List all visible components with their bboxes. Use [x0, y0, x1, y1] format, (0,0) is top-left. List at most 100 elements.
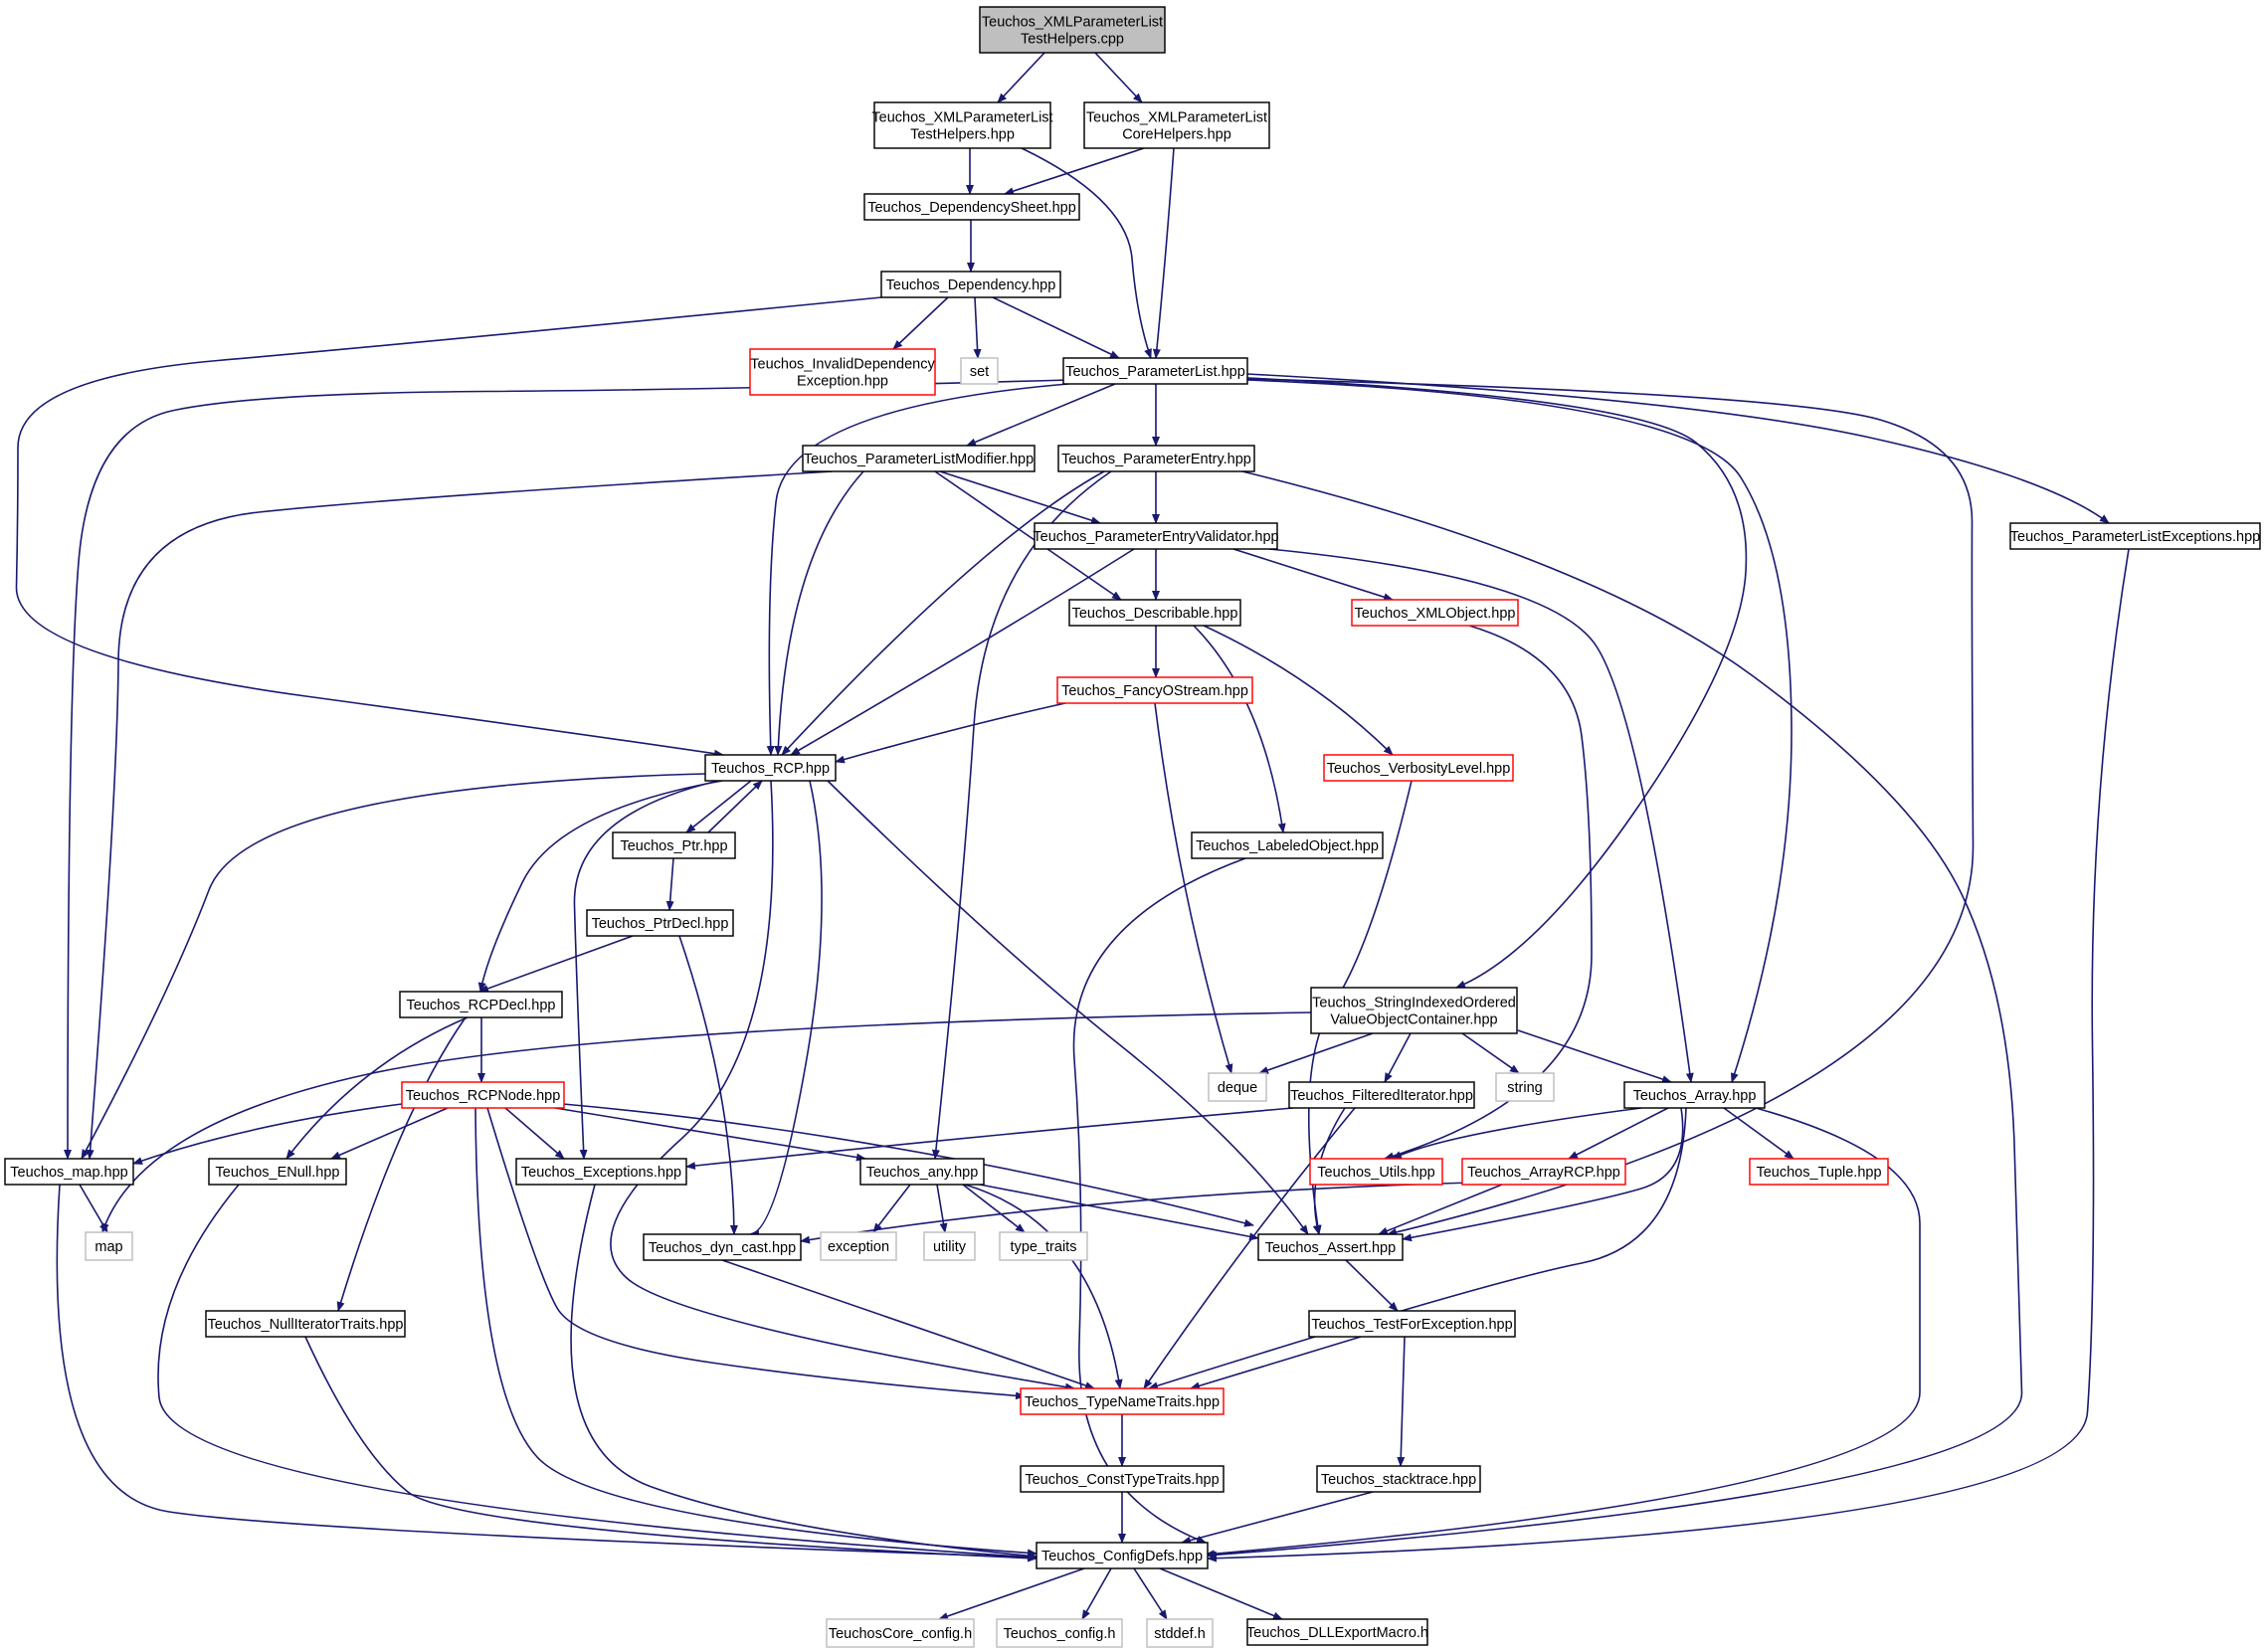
node-box [2009, 522, 2261, 550]
node-box [820, 1231, 897, 1261]
node-box [802, 445, 1036, 472]
edge-pev-to-arr [1268, 548, 1694, 1083]
node-box [859, 1158, 985, 1186]
node-label: Teuchos_FilteredIterator.hpp [1290, 1088, 1473, 1104]
node-pl[interactable]: Teuchos_ParameterList.hpp [1062, 357, 1248, 385]
edge-desc-to-vl [1203, 625, 1394, 756]
node-rcpn[interactable]: Teuchos_RCPNode.hpp [401, 1081, 565, 1109]
node-ptrd[interactable]: Teuchos_PtrDecl.hpp [586, 909, 734, 937]
edge-fi-to-exc [685, 1107, 1294, 1171]
node-arr[interactable]: Teuchos_Array.hpp [1623, 1081, 1766, 1109]
node-desc[interactable]: Teuchos_Describable.hpp [1068, 599, 1241, 627]
edge-tfe-to-st [1397, 1336, 1406, 1467]
node-dyn[interactable]: Teuchos_dyn_cast.hpp [643, 1233, 802, 1261]
node-box [4, 1158, 134, 1186]
node-cfg[interactable]: Teuchos_ConfigDefs.hpp [1036, 1542, 1209, 1569]
edge-arr-to-tuple [1723, 1107, 1794, 1160]
edge-pe-to-rcp [781, 470, 1105, 756]
node-utility: utility [923, 1231, 976, 1261]
node-tnt[interactable]: Teuchos_TypeNameTraits.hpp [1020, 1387, 1225, 1415]
node-box [863, 193, 1080, 221]
edge-dep-to-rcp [15, 296, 882, 758]
node-vl[interactable]: Teuchos_VerbosityLevel.hpp [1323, 754, 1514, 782]
node-enull[interactable]: Teuchos_ENull.hpp [208, 1158, 347, 1186]
edge-plm-to-rcp [774, 470, 864, 756]
node-label: Teuchos_ENull.hpp [216, 1165, 340, 1181]
node-box [826, 1618, 975, 1648]
node-pev[interactable]: Teuchos_ParameterEntryValidator.hpp [1033, 522, 1279, 550]
node-st[interactable]: Teuchos_stacktrace.hpp [1316, 1465, 1481, 1493]
node-label: Teuchos_RCPNode.hpp [406, 1088, 561, 1104]
node-label: TestHelpers.cpp [1021, 32, 1124, 48]
node-rcp[interactable]: Teuchos_RCP.hpp [704, 754, 837, 782]
node-label: ValueObjectContainer.hpp [1330, 1012, 1497, 1028]
node-label: Teuchos_map.hpp [10, 1165, 128, 1181]
node-map[interactable]: Teuchos_map.hpp [4, 1158, 134, 1186]
edge-pl-to-ple [1246, 373, 2110, 524]
node-ds[interactable]: Teuchos_DependencySheet.hpp [863, 193, 1080, 221]
node-tuple[interactable]: Teuchos_Tuple.hpp [1749, 1158, 1889, 1186]
node-fos[interactable]: Teuchos_FancyOStream.hpp [1056, 676, 1253, 704]
node-ptr[interactable]: Teuchos_Ptr.hpp [612, 831, 736, 859]
node-box [979, 6, 1166, 54]
node-ple[interactable]: Teuchos_ParameterListExceptions.hpp [2009, 522, 2261, 550]
node-any[interactable]: Teuchos_any.hpp [859, 1158, 985, 1186]
node-assert[interactable]: Teuchos_Assert.hpp [1257, 1233, 1404, 1261]
node-plm[interactable]: Teuchos_ParameterListModifier.hpp [802, 445, 1036, 472]
node-dll[interactable]: Teuchos_DLLExportMacro.h [1246, 1618, 1428, 1646]
node-label: set [970, 364, 989, 380]
node-tc: Teuchos_config.h [996, 1618, 1123, 1648]
node-label: Teuchos_StringIndexedOrdered [1312, 996, 1516, 1011]
edge-dep-to-set [973, 296, 982, 359]
edge-pl-to-map [64, 379, 1069, 1160]
node-box [205, 1310, 406, 1338]
node-arcp[interactable]: Teuchos_ArrayRCP.hpp [1461, 1158, 1626, 1186]
node-label: Teuchos_Describable.hpp [1072, 606, 1238, 622]
edge-rcpn-to-exc [504, 1107, 565, 1160]
node-box [960, 357, 999, 385]
node-xmlo[interactable]: Teuchos_XMLObject.hpp [1351, 599, 1519, 627]
edge-pl-to-rcp [766, 383, 1069, 756]
node-tcc: TeuchosCore_config.h [826, 1618, 975, 1648]
node-label: Teuchos_ArrayRCP.hpp [1467, 1165, 1620, 1181]
node-label: Teuchos_ParameterEntryValidator.hpp [1033, 529, 1278, 545]
node-label: Teuchos_Utils.hpp [1317, 1165, 1435, 1181]
edge-th-to-pl [1021, 147, 1152, 359]
node-dep[interactable]: Teuchos_Dependency.hpp [880, 271, 1061, 298]
node-box [643, 1233, 802, 1261]
node-box [1146, 1618, 1214, 1648]
edge-rcpn-to-assert [562, 1103, 1254, 1227]
node-box [996, 1618, 1123, 1648]
edge-ple-to-cfg [1207, 548, 2130, 1562]
node-pe[interactable]: Teuchos_ParameterEntry.hpp [1057, 445, 1255, 472]
edge-cfg-to-dll [1159, 1567, 1283, 1620]
node-label: Teuchos_ParameterListExceptions.hpp [2010, 529, 2260, 545]
edge-fi-to-tnt [1143, 1107, 1356, 1389]
node-label: Teuchos_LabeledObject.hpp [1196, 838, 1379, 854]
node-tfe[interactable]: Teuchos_TestForException.hpp [1308, 1310, 1516, 1338]
node-exc[interactable]: Teuchos_Exceptions.hpp [515, 1158, 687, 1186]
edge-plm-to-map [86, 470, 834, 1160]
node-sio[interactable]: Teuchos_StringIndexedOrderedValueObjectC… [1310, 987, 1518, 1034]
edge-st-to-cfg [1181, 1491, 1374, 1545]
edge-ptrd-to-dyn [678, 935, 738, 1235]
node-utils[interactable]: Teuchos_Utils.hpp [1309, 1158, 1443, 1186]
node-box [1257, 1233, 1404, 1261]
node-rcpd[interactable]: Teuchos_RCPDecl.hpp [399, 991, 563, 1018]
edge-any-to-assert [979, 1184, 1259, 1241]
node-label: Teuchos_TypeNameTraits.hpp [1025, 1394, 1220, 1410]
node-label: Teuchos_DependencySheet.hpp [867, 200, 1076, 216]
node-label: Teuchos_InvalidDependency [750, 357, 935, 373]
node-lo[interactable]: Teuchos_LabeledObject.hpp [1191, 831, 1384, 859]
node-label: Teuchos_ConfigDefs.hpp [1041, 1549, 1203, 1564]
node-box [1310, 987, 1518, 1034]
node-label: Teuchos_ParameterList.hpp [1065, 364, 1245, 380]
node-fi[interactable]: Teuchos_FilteredIterator.hpp [1288, 1081, 1475, 1109]
edge-rcp-to-rcpd [477, 780, 723, 993]
node-ctt[interactable]: Teuchos_ConstTypeTraits.hpp [1020, 1465, 1225, 1493]
node-nit[interactable]: Teuchos_NullIteratorTraits.hpp [205, 1310, 406, 1338]
